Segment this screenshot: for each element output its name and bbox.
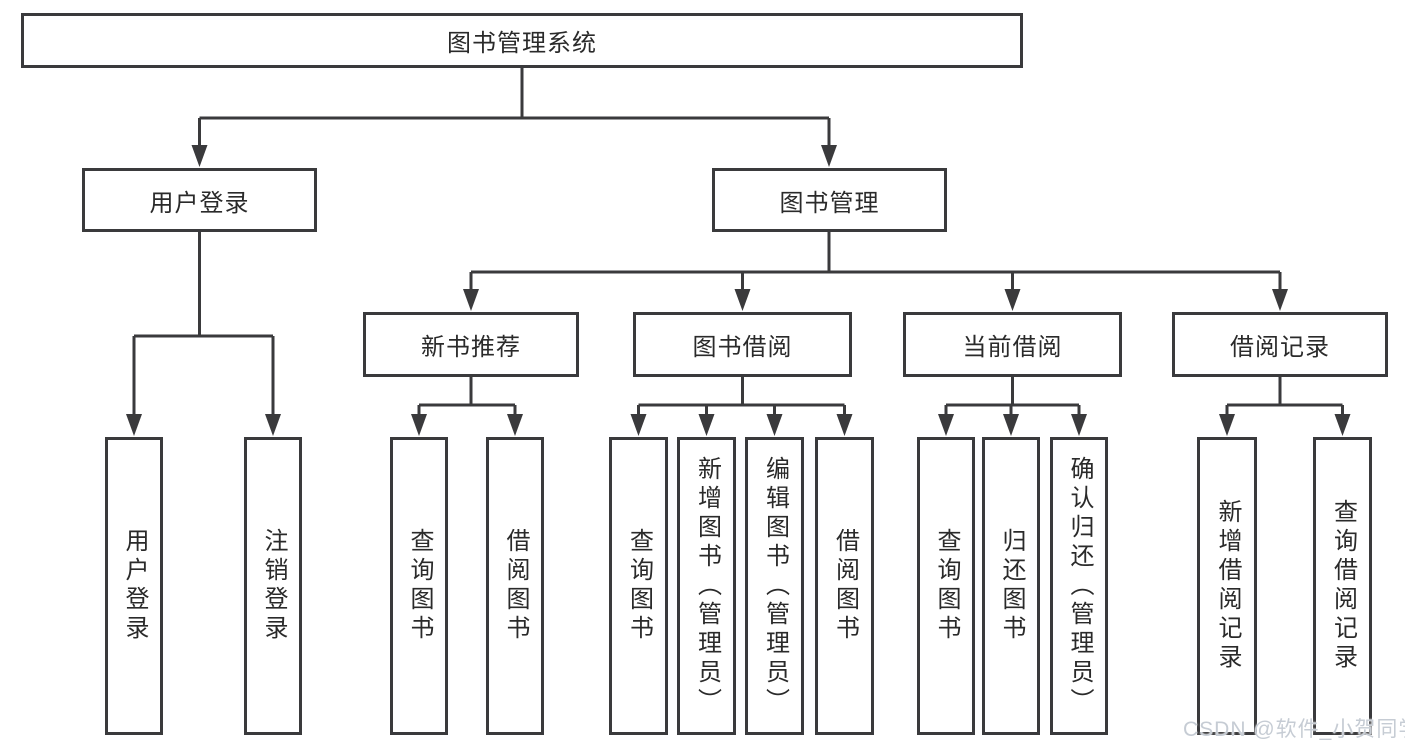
node-add-borrow-record: 新增借阅记录 <box>1197 437 1257 735</box>
node-borrow-books: 借阅图书 <box>815 437 874 735</box>
node-borrow-books-recommend: 借阅图书 <box>486 437 544 735</box>
arrowhead-icons <box>126 145 1351 436</box>
node-logout: 注销登录 <box>244 437 302 735</box>
node-book-management: 图书管理 <box>712 168 947 232</box>
node-user-login-leaf: 用户登录 <box>105 437 163 735</box>
node-edit-books-admin: 编辑图书（管理员） <box>745 437 804 735</box>
node-add-books-admin: 新增图书（管理员） <box>677 437 736 735</box>
node-user-login: 用户登录 <box>82 168 317 232</box>
node-book-borrowing: 图书借阅 <box>633 312 852 377</box>
node-library-system: 图书管理系统 <box>21 13 1023 68</box>
node-current-borrowing: 当前借阅 <box>903 312 1122 377</box>
node-query-books-recommend: 查询图书 <box>390 437 448 735</box>
node-confirm-return-admin: 确认归还（管理员） <box>1050 437 1108 735</box>
node-query-books-current: 查询图书 <box>917 437 975 735</box>
node-borrowing-records: 借阅记录 <box>1172 312 1388 377</box>
node-query-borrow-record: 查询借阅记录 <box>1313 437 1372 735</box>
node-return-books: 归还图书 <box>982 437 1040 735</box>
node-query-books-borrow: 查询图书 <box>609 437 668 735</box>
node-new-book-recommend: 新书推荐 <box>363 312 579 377</box>
